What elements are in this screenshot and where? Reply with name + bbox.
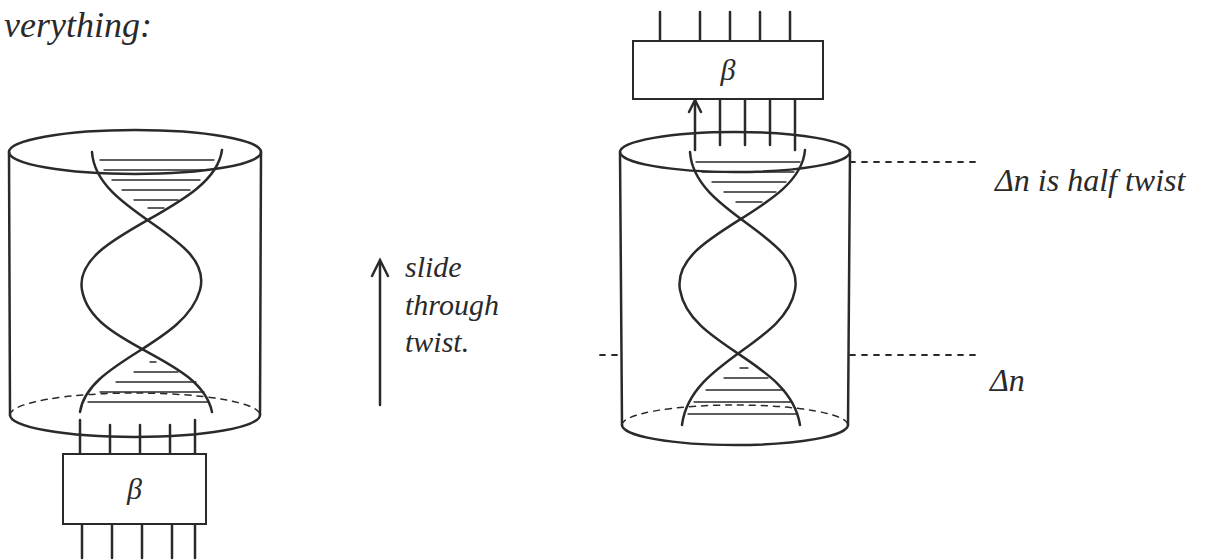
braid-box: β bbox=[62, 453, 207, 525]
heading-note: verything: bbox=[4, 4, 152, 46]
annotation: Δn is half twist bbox=[995, 160, 1195, 200]
braid-label: β bbox=[721, 53, 736, 87]
annotation: Δn bbox=[990, 362, 1025, 399]
braid-box: β bbox=[632, 40, 824, 100]
braid-label: β bbox=[127, 472, 142, 506]
annotation: slide through twist. bbox=[405, 248, 545, 361]
